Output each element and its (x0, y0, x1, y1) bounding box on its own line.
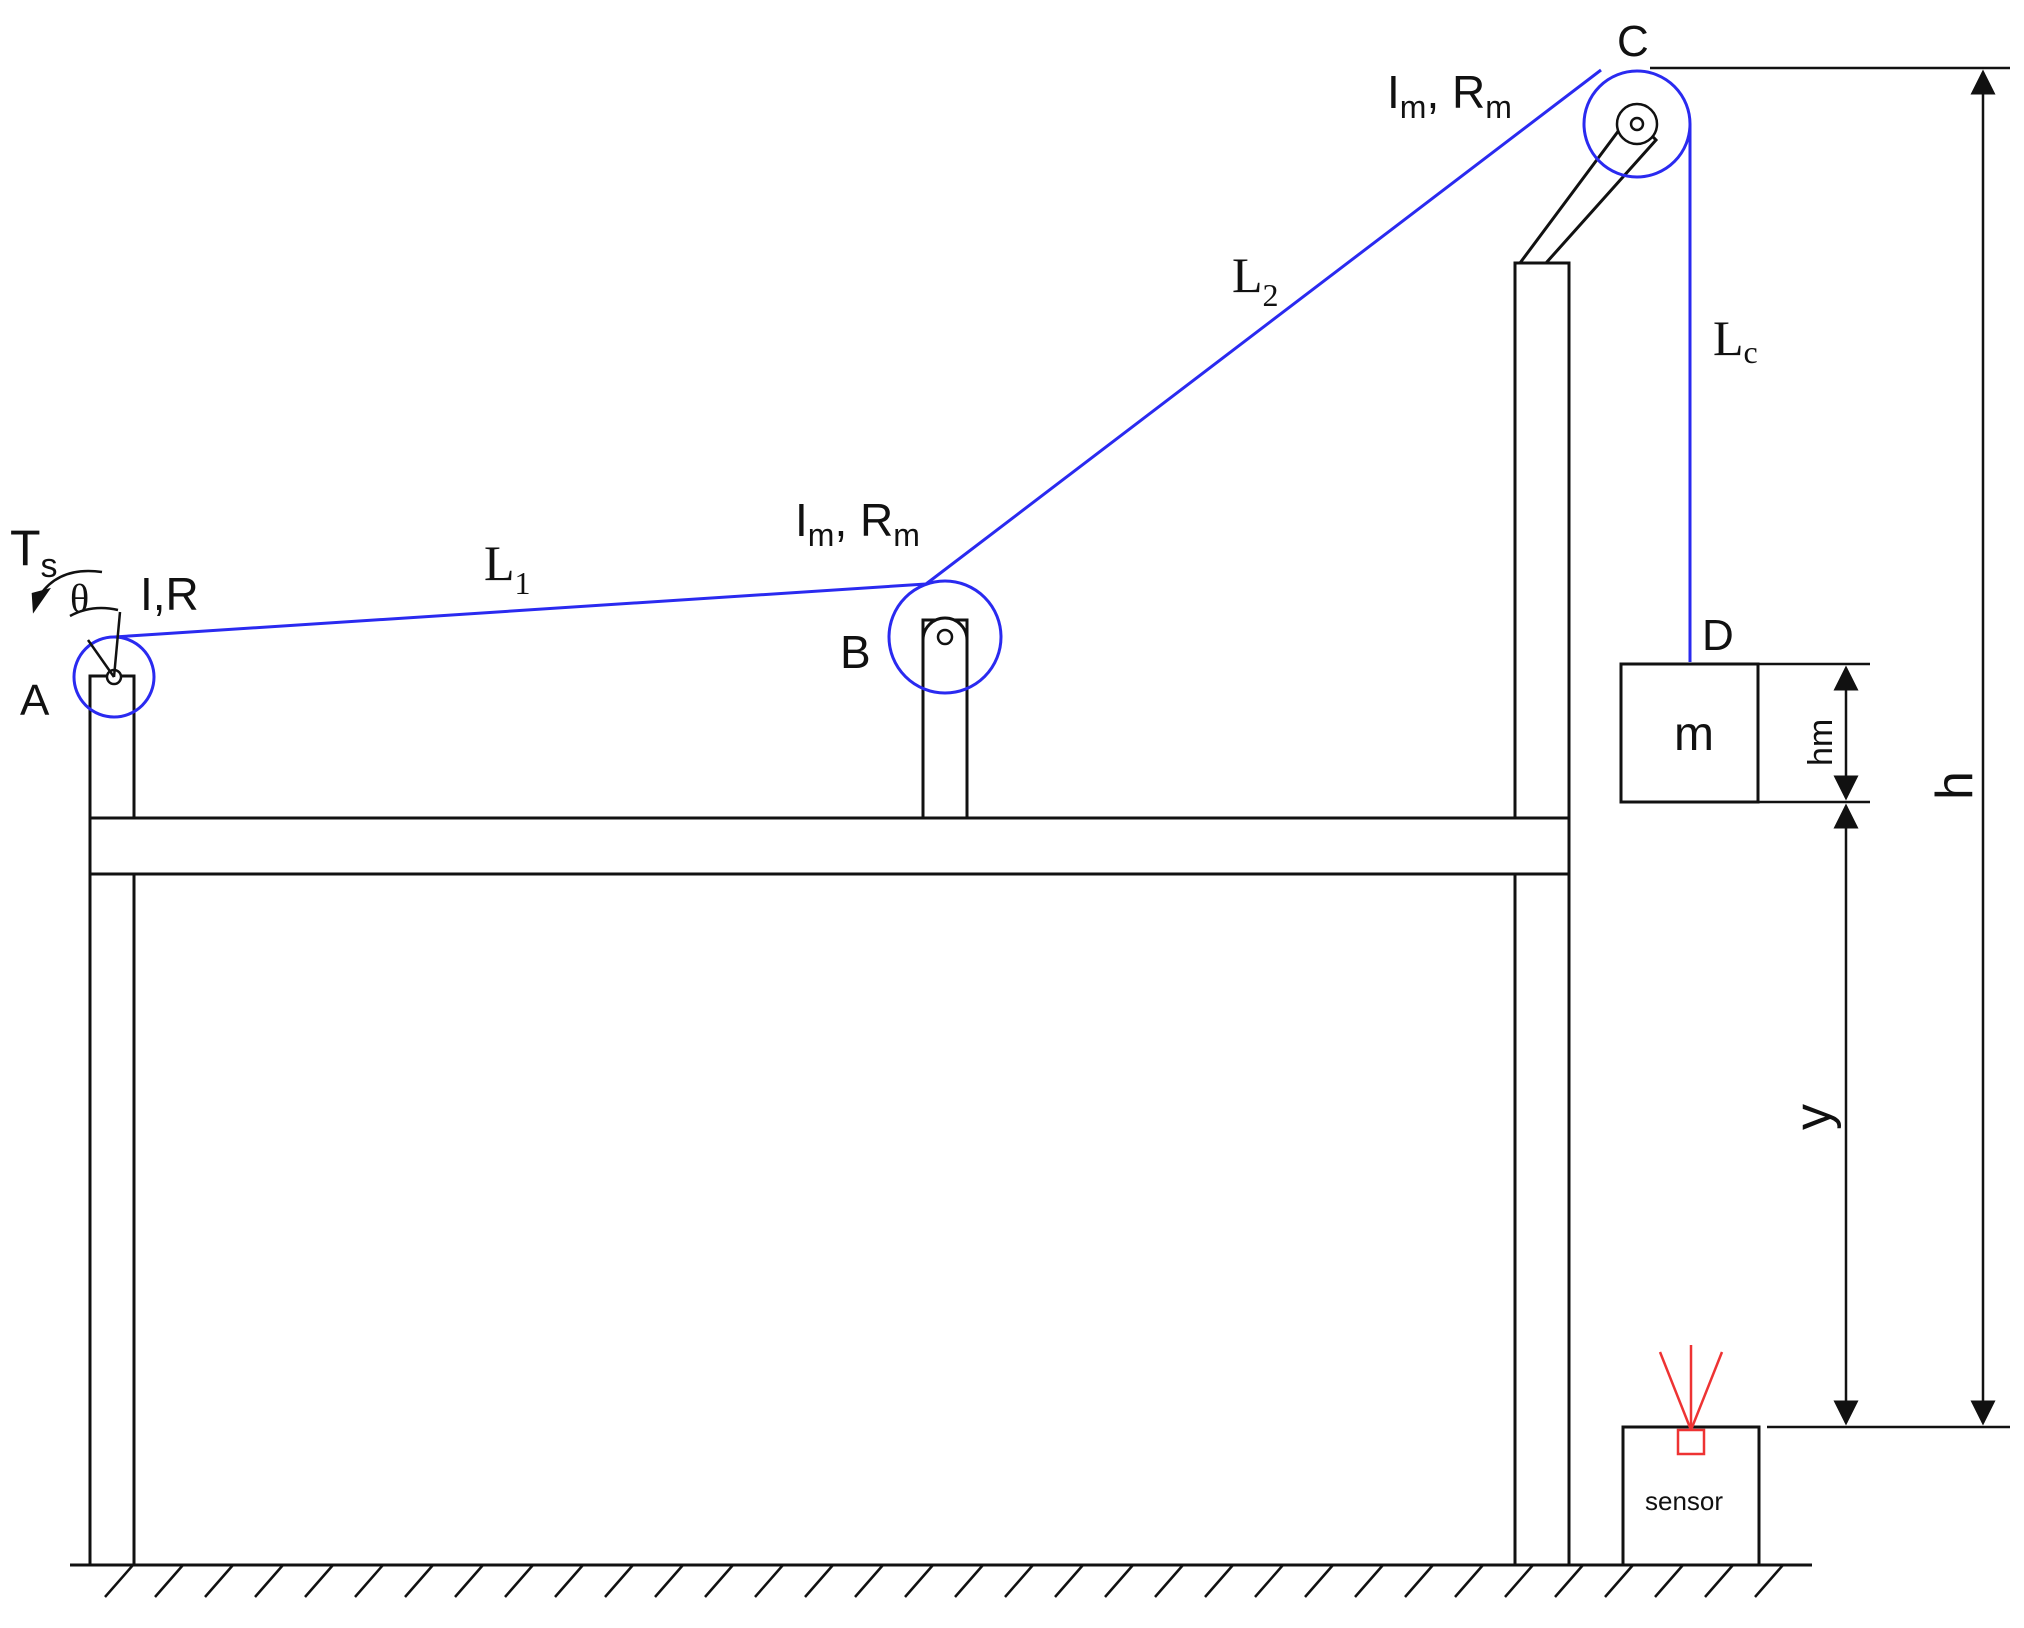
pulley-b-axle (936, 628, 954, 646)
sensor-head (1676, 1428, 1706, 1456)
right-post (1513, 261, 1571, 1567)
segment-l1-label: L1 (484, 535, 531, 601)
pulley-c-rim (1582, 69, 1692, 179)
cable-segment-l1 (113, 582, 927, 639)
segment-lc-label: Lc (1713, 310, 1758, 370)
sensor-label: sensor (1645, 1486, 1723, 1516)
labels: Ts θ I,R A L1 Im, Rm B L2 Im, Rm C Lc D … (10, 17, 1984, 1516)
segment-l2-label: L2 (1232, 247, 1279, 313)
cable-segment-l2 (925, 68, 1602, 586)
mass-label: m (1674, 708, 1714, 761)
ground (70, 1563, 1812, 1598)
dimension-lines (1650, 66, 2010, 1429)
frame (88, 111, 1659, 1567)
sensor-beam (1658, 1345, 1724, 1431)
pulley-b (887, 579, 1003, 695)
pulley-b-rim (887, 579, 1003, 695)
mass-block (1619, 662, 1760, 804)
point-b-label: B (840, 626, 871, 678)
left-post (88, 674, 136, 1567)
sensor (1621, 1345, 1761, 1567)
pulley-c-axle (1629, 116, 1645, 132)
cable (113, 68, 1692, 662)
angle-label: θ (70, 576, 89, 621)
point-c-label: C (1617, 17, 1649, 66)
mass-height-label: hm (1802, 719, 1840, 766)
pulley-b-post (921, 618, 969, 820)
crossbeam (88, 816, 1571, 876)
angle-indicator (31, 569, 122, 678)
pulley-a-rim (72, 635, 156, 719)
point-a-label: A (20, 676, 50, 725)
torque-arrow-head (31, 587, 51, 614)
pulley-c-props-label: Im, Rm (1387, 66, 1512, 125)
pulley-b-props-label: Im, Rm (795, 494, 920, 553)
drop-distance-label: y (1784, 1104, 1842, 1130)
point-d-label: D (1702, 611, 1734, 660)
pulley-c-arm (1517, 111, 1659, 265)
ground-hatching (104, 1564, 1784, 1598)
torque-label: Ts (10, 520, 58, 585)
pulley-c (1582, 69, 1692, 179)
main-pulley-props-label: I,R (140, 568, 199, 620)
total-height-label: h (1926, 771, 1984, 800)
